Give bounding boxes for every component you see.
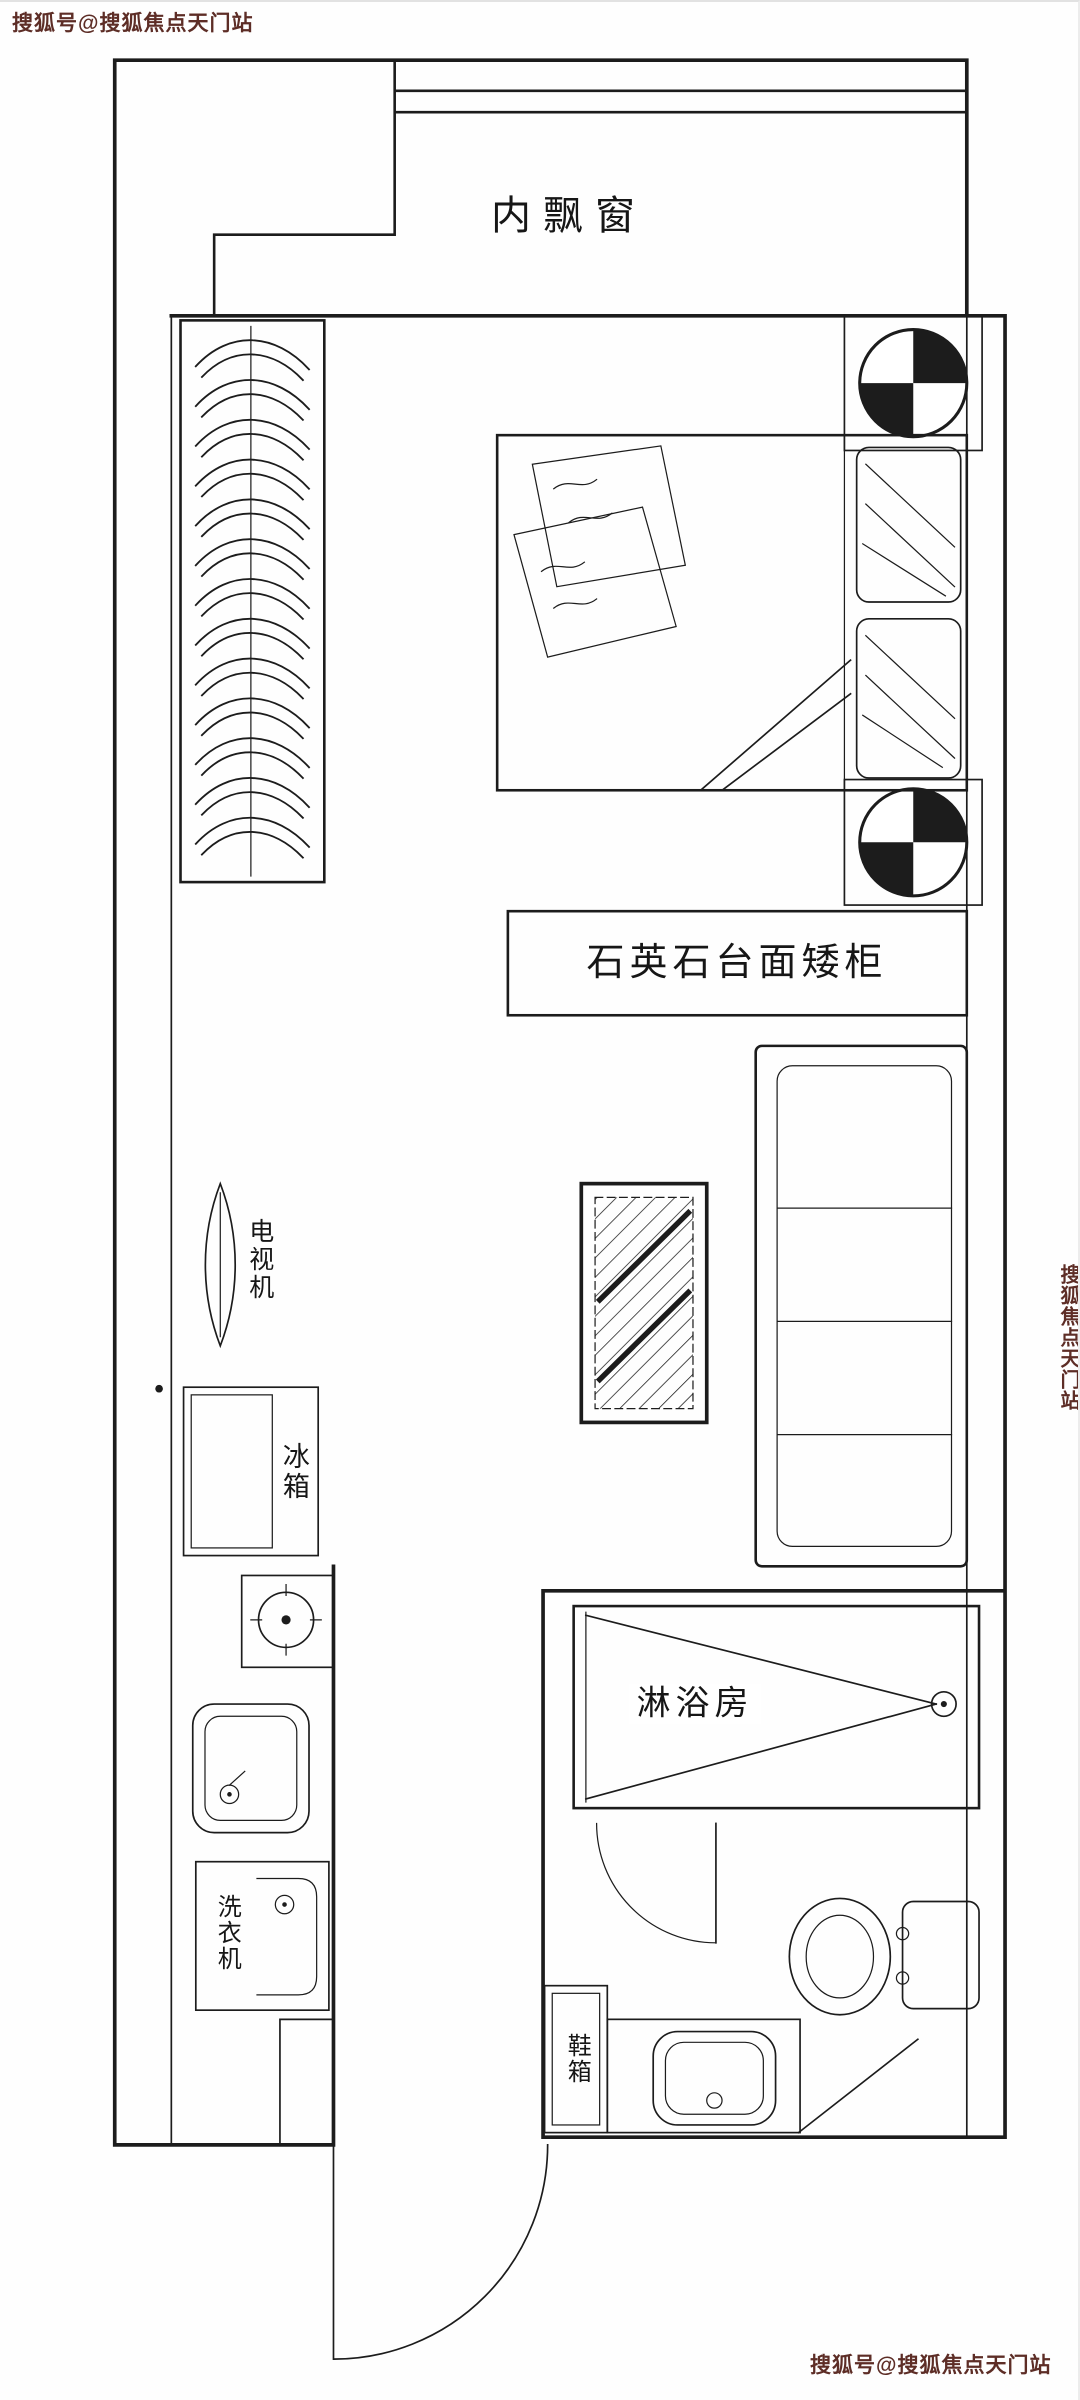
shower-room: [572, 1604, 981, 1810]
bay-window-label: 内飘窗: [491, 194, 647, 238]
watermark-top-left: 搜狐号@搜狐焦点天门站: [12, 12, 254, 35]
bed: [495, 433, 969, 792]
entry-door: [332, 2144, 549, 2360]
shower-room-label: 淋浴房: [628, 1683, 762, 1725]
washing-machine-icon: [194, 1860, 330, 2012]
counter-cabinet-label: 石英石台面矮柜: [586, 942, 888, 985]
watermark-bottom-right: 搜狐号@搜狐焦点天门站: [810, 2354, 1052, 2377]
counter-cabinet: [506, 909, 969, 1017]
washing-machine-label: 洗衣机: [213, 1894, 241, 1972]
coffee-table: [579, 1181, 709, 1425]
watermark-right: 搜狐焦点天门站: [1057, 1264, 1079, 1411]
wardrobe: [179, 319, 326, 884]
toilet-icon: [788, 1897, 980, 2134]
sink-icon: [191, 1703, 310, 1834]
fridge-label: 冰箱: [278, 1442, 309, 1502]
bathroom-door: [595, 1822, 717, 1944]
shoe-cabinet: [543, 1984, 609, 2134]
sofa: [754, 1044, 969, 1568]
walls: [112, 58, 1007, 2147]
tv-icon: [155, 1181, 237, 1393]
washbasin-icon: [606, 2018, 801, 2134]
tv-label: 电视机: [245, 1218, 274, 1302]
column-symbols: [843, 314, 983, 906]
shoe-cabinet-label: 鞋箱: [563, 2033, 591, 2085]
fridge-icon: [182, 1386, 320, 1557]
gas-hob-icon: [240, 1574, 335, 1669]
